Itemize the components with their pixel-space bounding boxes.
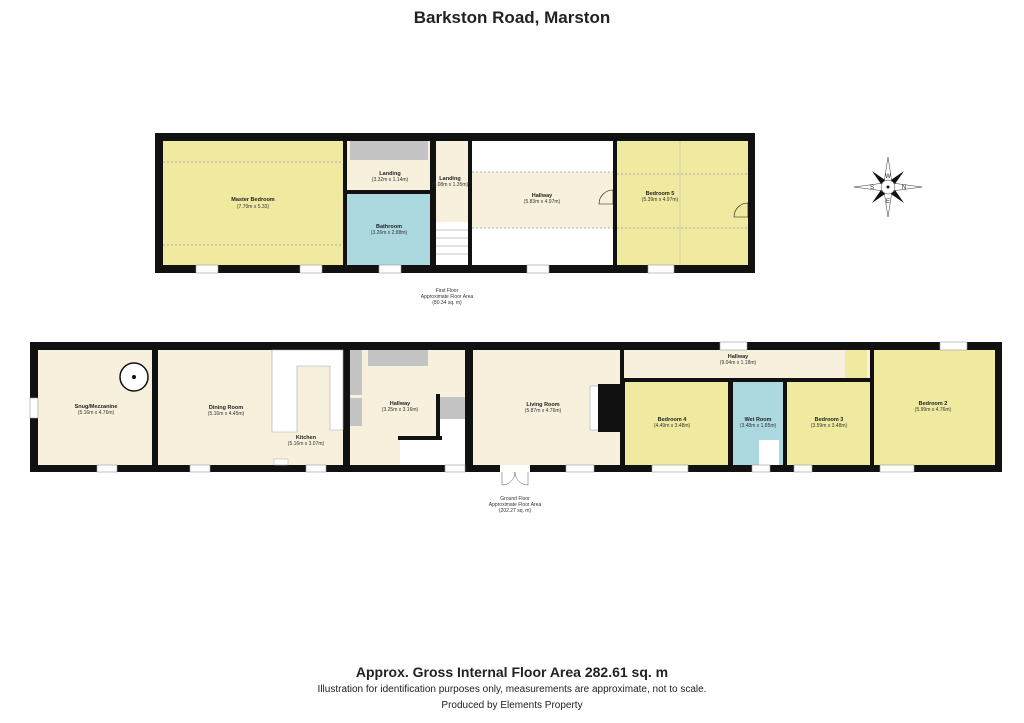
window — [647, 264, 675, 274]
wardrobe — [350, 141, 428, 160]
room-label: Snug/Mezzanine — [75, 404, 118, 410]
producer-credit: Produced by Elements Property — [441, 700, 583, 711]
room-dims: (3.48m x 1.85m) — [740, 423, 777, 429]
room-label: Landing — [379, 171, 400, 177]
room-label: Bedroom 5 — [646, 191, 675, 197]
room-label: Dining Room — [209, 405, 243, 411]
room-dims: (5.16m x 4.45m) — [208, 411, 245, 417]
room-bedroom-5 — [617, 141, 748, 265]
floor-label: First Floor — [436, 288, 459, 294]
room-dims: (4.49m x 3.48m) — [654, 423, 691, 429]
page-title: Barkston Road, Marston — [413, 8, 611, 27]
room-dims: (5.99m x 4.76m) — [915, 407, 952, 413]
room-dims: (3.08m x 1.35m) — [432, 182, 469, 188]
first-floor-stairs — [436, 222, 468, 265]
gross-floor-area: Approx. Gross Internal Floor Area 282.61… — [355, 664, 669, 680]
room-label: Hallway — [532, 193, 553, 199]
window — [444, 464, 466, 473]
room-dims: (5.39m x 4.97m) — [642, 197, 679, 203]
window — [879, 464, 915, 473]
window — [29, 397, 39, 419]
room-bedroom-2 — [874, 350, 995, 465]
room-label: Bedroom 4 — [658, 417, 688, 423]
floor-area-label: Approximate Floor Area — [421, 294, 474, 300]
room-dims: (3.59m x 3.48m) — [811, 423, 848, 429]
compass-rose-icon: W S N E — [853, 156, 923, 218]
window — [378, 264, 402, 274]
room-label: Master Bedroom — [231, 197, 275, 203]
window — [189, 464, 211, 473]
first-floor: Master Bedroom (7.70m x 5.33) Landing (3… — [155, 133, 755, 306]
room-dims: (5.87m x 4.76m) — [525, 408, 562, 414]
room-label: Hallway — [728, 354, 749, 360]
window — [751, 464, 771, 473]
window — [96, 464, 118, 473]
room-label: Living Room — [526, 402, 559, 408]
window — [299, 264, 323, 274]
room-dims: (5.83m x 4.97m) — [524, 199, 561, 205]
room-label: Hallway — [390, 401, 411, 407]
room-hallway-long — [624, 350, 870, 378]
room-label: Bedroom 2 — [919, 401, 948, 407]
ground-floor: Snug/Mezzanine (5.16m x 4.76m) Dining Ro… — [29, 341, 1002, 514]
room-label: Landing — [439, 176, 460, 182]
floor-area: (202.27 sq. m) — [499, 508, 532, 514]
window — [526, 264, 550, 274]
floor-label: Ground Floor — [500, 496, 530, 502]
compass-west: W — [885, 174, 891, 180]
room-bedroom-3 — [787, 382, 870, 465]
door — [598, 189, 614, 205]
kitchen-counter — [271, 349, 344, 433]
ground-floor-stairs — [398, 394, 465, 465]
window — [305, 464, 327, 473]
window — [939, 341, 968, 351]
room-bathroom — [347, 194, 430, 265]
room-label: Bedroom 3 — [815, 417, 844, 423]
room-label: Wet Room — [744, 417, 771, 423]
room-dining-kitchen — [158, 350, 343, 465]
room-dims: (7.70m x 5.33) — [237, 204, 270, 210]
french-doors — [500, 465, 530, 472]
room-label: Kitchen — [296, 435, 317, 441]
window — [651, 464, 689, 473]
room-label: Bathroom — [376, 224, 402, 230]
floor-area-label: Approximate Floor Area — [489, 502, 542, 508]
window — [195, 264, 219, 274]
disclaimer: Illustration for identification purposes… — [317, 684, 707, 695]
door — [733, 202, 749, 218]
room-dims: (9.04m x 1.18m) — [720, 360, 757, 366]
window — [565, 464, 595, 473]
room-dims: (3.26m x 2.88m) — [371, 230, 408, 236]
window — [719, 341, 748, 351]
room-dims: (3.25m x 3.16m) — [382, 407, 419, 413]
compass-north: N — [902, 185, 906, 191]
window — [793, 464, 813, 473]
room-dims: (5.16m x 4.76m) — [78, 410, 115, 416]
floor-area: (80.34 sq. m) — [432, 300, 462, 306]
room-dims: (3.32m x 1.14m) — [372, 177, 409, 183]
spiral-staircase — [119, 362, 149, 392]
room-dims: (5.16m x 3.07m) — [288, 441, 325, 447]
room-master-bedroom — [163, 141, 343, 265]
compass-south: S — [870, 185, 874, 191]
room-bedroom-4 — [625, 382, 728, 465]
compass-east: E — [886, 199, 890, 205]
